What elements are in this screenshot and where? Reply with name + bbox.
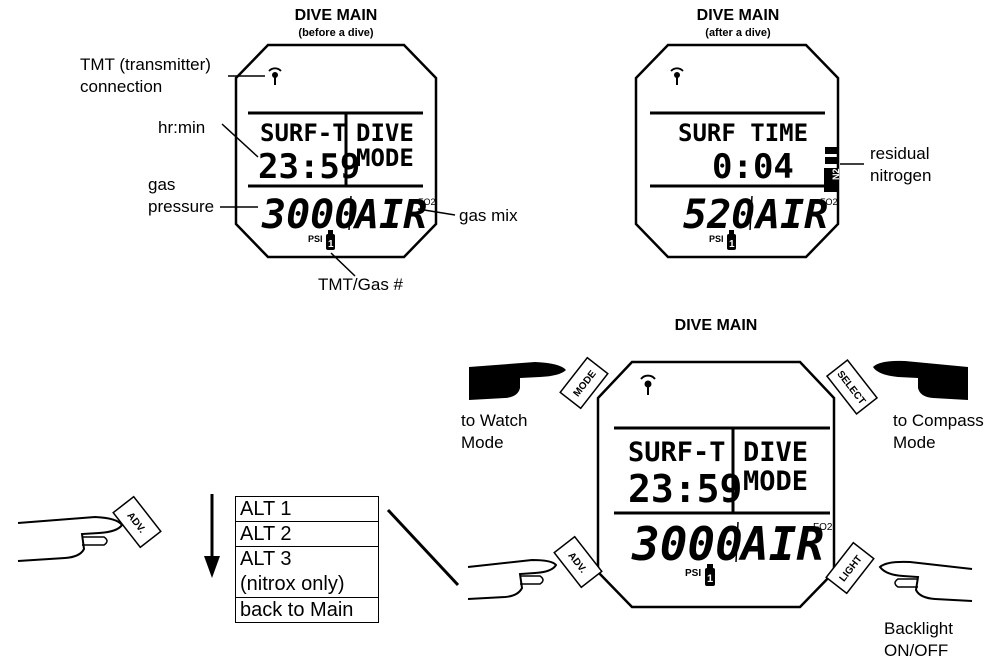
dive-text: DIVE xyxy=(743,437,808,468)
gas-mix-label: gas mix xyxy=(459,206,518,225)
tmt-antenna-icon xyxy=(268,67,282,85)
dive-text: DIVE xyxy=(356,119,414,147)
tank-number-text: 1 xyxy=(707,573,713,585)
psi-text: PSI xyxy=(308,234,323,244)
tank-number-text: 1 xyxy=(328,239,334,250)
alt-list-item: ALT 3 (nitrox only) xyxy=(235,546,379,598)
time-text: 0:04 xyxy=(712,147,794,187)
gas-text: AIR xyxy=(352,192,427,238)
tmt-connection-label: TMT (transmitter) connection xyxy=(80,55,211,96)
alt-list-item: ALT 2 xyxy=(235,521,379,547)
time-text: 23:59 xyxy=(258,147,360,187)
tmt-gas-label: TMT/Gas # xyxy=(318,275,404,294)
adv-left-button[interactable]: ADV. xyxy=(112,495,162,549)
watch-after-dive: SURF TIME 0:04 520 AIR FO2 PSI 1 N2 xyxy=(634,43,841,259)
alt-list-item: ALT 1 xyxy=(235,496,379,522)
hr-min-label: hr:min xyxy=(158,118,206,137)
connector-line xyxy=(386,508,460,587)
gas-pressure-label: gas pressure xyxy=(148,175,215,216)
surf-t-text: SURF-T xyxy=(260,119,347,147)
tank-icon: 1 xyxy=(727,230,736,250)
tank-icon: 1 xyxy=(326,230,335,250)
tmt-antenna-icon xyxy=(640,374,656,395)
psi-text: PSI xyxy=(685,568,701,579)
watch-bezel xyxy=(596,360,836,609)
top-left-title: DIVE MAIN xyxy=(294,7,378,24)
hand-pointer-adv-left-icon xyxy=(17,515,124,562)
to-compass-mode-label: to Compass Mode xyxy=(893,411,984,452)
pressure-text: 3000 xyxy=(261,192,358,238)
mode-text: MODE xyxy=(743,466,808,497)
surf-t-text: SURF-T xyxy=(628,437,726,468)
top-right-title: DIVE MAIN xyxy=(696,7,780,24)
adv-button[interactable]: ADV. xyxy=(553,535,603,589)
tmt-antenna-icon xyxy=(670,67,684,85)
top-left-subtitle: (before a dive) xyxy=(298,27,374,39)
tank-icon: 1 xyxy=(705,564,715,586)
hand-pointer-mode-icon xyxy=(469,362,566,400)
backlight-label: Backlight ON/OFF xyxy=(884,619,953,660)
surf-time-text: SURF TIME xyxy=(678,119,808,147)
tank-number-text: 1 xyxy=(729,239,735,250)
top-right-subtitle: (after a dive) xyxy=(705,27,771,39)
nitrogen-bargraph: N2 xyxy=(824,147,841,192)
alt-list: ALT 1 ALT 2 ALT 3 (nitrox only) back to … xyxy=(235,496,379,623)
gas-text: AIR xyxy=(753,192,828,238)
select-button[interactable]: SELECT xyxy=(825,359,879,415)
residual-nitrogen-label: residual nitrogen xyxy=(870,144,932,185)
watch-dive-main: SURF-T 23:59 DIVE MODE 3000 AIR FO2 PSI … xyxy=(596,360,836,609)
bottom-title: DIVE MAIN xyxy=(674,317,758,334)
watch-bezel xyxy=(634,43,840,259)
watch-bezel xyxy=(234,43,438,259)
fo2-text: FO2 xyxy=(820,197,838,207)
watch-before-dive: SURF-T 23:59 DIVE MODE 3000 AIR FO2 PSI … xyxy=(234,43,438,259)
pressure-text: 520 xyxy=(683,192,755,238)
mode-button[interactable]: MODE xyxy=(559,356,609,410)
pressure-text: 3000 xyxy=(631,517,743,571)
fo2-text: FO2 xyxy=(813,522,833,533)
hand-pointer-light-icon xyxy=(878,560,973,602)
alt-list-item: back to Main xyxy=(235,597,379,623)
fo2-text: FO2 xyxy=(418,197,436,207)
gas-text: AIR xyxy=(738,517,824,571)
n2-text: N2 xyxy=(831,168,841,180)
hand-pointer-select-icon xyxy=(873,360,968,400)
mode-text: MODE xyxy=(356,144,414,172)
to-watch-mode-label: to Watch Mode xyxy=(461,411,528,452)
hand-pointer-adv-icon xyxy=(467,558,558,600)
down-arrow-icon xyxy=(204,494,220,578)
time-text: 23:59 xyxy=(628,467,742,511)
psi-text: PSI xyxy=(709,234,724,244)
